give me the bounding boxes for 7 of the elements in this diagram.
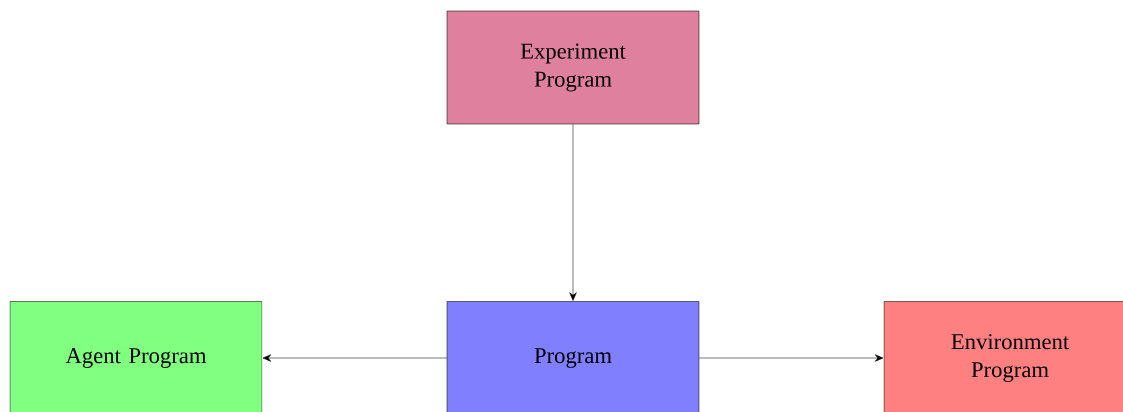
arrow	[262, 354, 447, 362]
program-box: Environment Program	[883, 301, 1123, 412]
arrow	[699, 354, 884, 362]
program-box: Program	[446, 301, 700, 412]
program-box: Agent Program	[9, 301, 263, 412]
program-box: Experiment Program	[446, 10, 700, 125]
arrow	[569, 124, 577, 301]
